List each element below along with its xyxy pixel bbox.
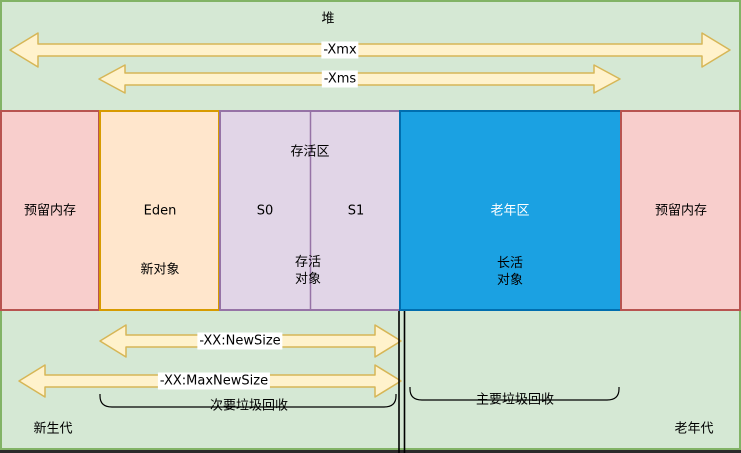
newsize-label: -XX:NewSize <box>197 332 283 350</box>
major-gc-label: 主要垃圾回收 <box>475 392 555 408</box>
survivor-sub-line2: 对象 <box>294 272 322 287</box>
survivor-sub-line1: 存活 <box>294 255 322 270</box>
heap-title: 堆 <box>321 11 335 27</box>
young-generation-label: 新生代 <box>33 421 73 437</box>
maxnewsize-label: -XX:MaxNewSize <box>157 372 271 390</box>
reserved-memory-right-block <box>620 110 741 311</box>
reserved-right-label: 预留内存 <box>654 203 708 219</box>
eden-title: Eden <box>143 203 177 219</box>
xmx-label: -Xmx <box>321 41 359 59</box>
old-sub-line2: 对象 <box>496 273 524 288</box>
xms-label: -Xms <box>321 70 359 88</box>
survivor-title: 存活区 <box>290 144 330 160</box>
minor-gc-label: 次要垃圾回收 <box>209 398 289 414</box>
reserved-left-label: 预留内存 <box>23 203 77 219</box>
major-gc-brace <box>409 387 620 401</box>
old-sub-label: 长活 对象 <box>497 255 523 289</box>
minor-gc-brace <box>99 394 397 408</box>
old-generation-label: 老年代 <box>674 421 714 437</box>
old-generation-title: 老年区 <box>490 203 530 219</box>
eden-sub-label: 新对象 <box>140 262 180 278</box>
xms-arrow-icon <box>98 64 621 94</box>
reserved-memory-left-block <box>0 110 100 311</box>
eden-block <box>99 110 220 311</box>
old-generation-block <box>399 110 622 311</box>
survivor-sub-label: 存活 对象 <box>295 254 321 288</box>
s0-label: S0 <box>256 203 274 219</box>
s1-label: S1 <box>347 203 365 219</box>
old-sub-line1: 长活 <box>496 256 524 271</box>
xmx-arrow-icon <box>9 32 731 68</box>
